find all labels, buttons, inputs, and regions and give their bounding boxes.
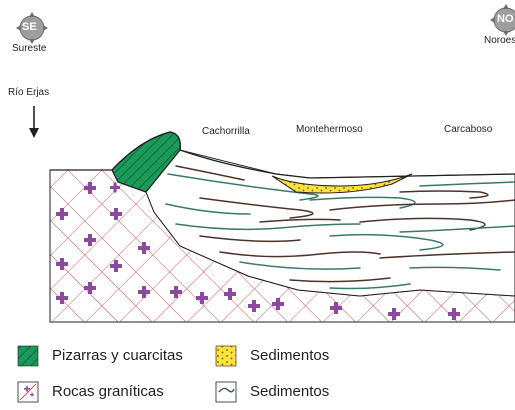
legend-label-slate: Pizarras y cuarcitas (52, 347, 183, 364)
legend-label-granite: Rocas graníticas (52, 383, 164, 400)
place-label-rio-erjas: Río Erjas (8, 87, 50, 98)
yellow-sediment-lens (271, 173, 413, 194)
granite-plus-marks (56, 170, 460, 320)
legend-swatch-folded-sediment (215, 381, 237, 403)
legend-swatch-granite (17, 381, 39, 403)
place-label-carcaboso: Carcaboso (444, 124, 493, 135)
compass-northwest-icon (490, 4, 515, 36)
legend-label-yellow-sediment: Sedimentos (250, 347, 330, 364)
river-arrow-icon (29, 106, 39, 138)
compass-southeast-label: Sureste (12, 43, 47, 54)
compass-southeast-abbr: SE (22, 21, 37, 33)
compass-northwest-label: Noroeste (484, 35, 515, 46)
legend-label-folded-sediment: Sedimentos (250, 383, 330, 400)
compass-northwest-abbr: NO (497, 13, 514, 25)
folded-sediment-body (145, 149, 515, 297)
surface-profile (50, 131, 515, 179)
place-label-montehermoso: Montehermoso (296, 124, 363, 135)
legend-swatch-slate (17, 345, 39, 367)
compass-southeast-icon (16, 12, 48, 44)
legend-swatch-yellow-sediment (215, 345, 237, 367)
place-label-cachorrilla: Cachorrilla (202, 126, 250, 137)
